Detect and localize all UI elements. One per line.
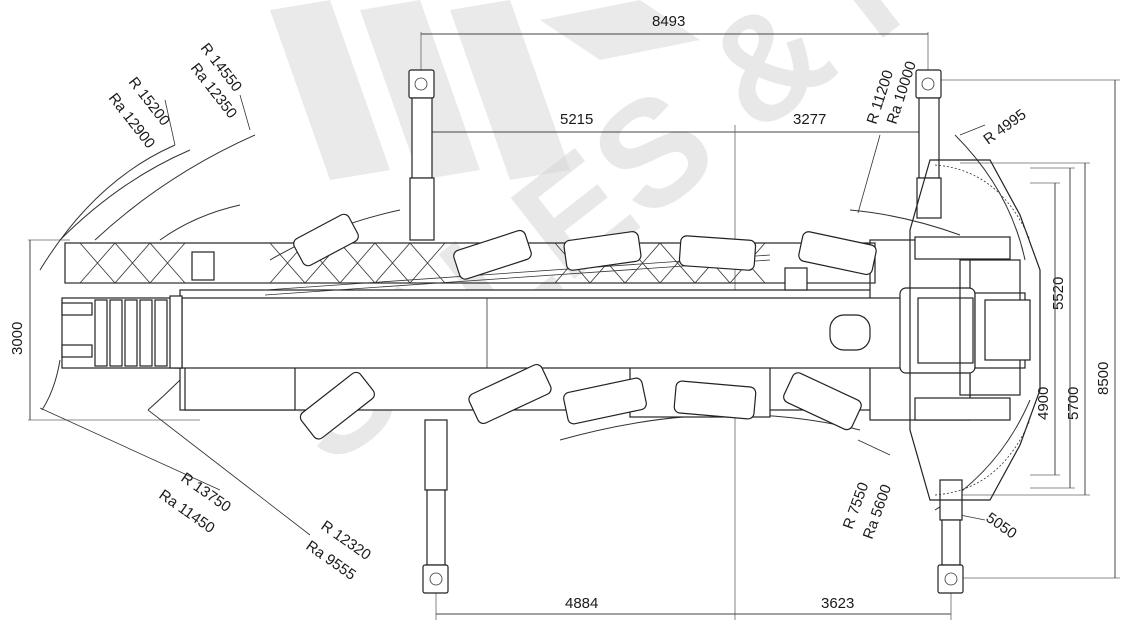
dim-right-stack: 8500 5700 5520 4900 (930, 79, 1120, 579)
dim-left-width: 3000 (9, 239, 200, 421)
dim-4884-label: 4884 (565, 595, 598, 612)
tires-top (293, 213, 877, 280)
outrigger-front-left (408, 69, 435, 241)
dim-4900-label: 4900 (1035, 387, 1052, 420)
tires-bottom (299, 363, 862, 440)
radius-arcs (39, 94, 1031, 536)
dim-top-total: 8493 (420, 13, 929, 75)
dim-5700-label: 5700 (1065, 387, 1082, 420)
dim-5520-label: 5520 (1050, 277, 1067, 310)
main-boom (174, 287, 1026, 374)
outrigger-front-right (915, 69, 942, 219)
dim-3000-label: 3000 (9, 322, 26, 355)
carrier-front (909, 159, 1041, 501)
outrigger-rear-right (937, 479, 964, 594)
dim-bottom-split: 4884 3623 (435, 590, 952, 620)
dim-8493-label: 8493 (652, 13, 685, 30)
label-r4995: R 4995 (980, 106, 1029, 148)
outrigger-rear-left (422, 419, 449, 594)
dim-3277-label: 3277 (793, 111, 826, 128)
dim-5215-label: 5215 (560, 111, 593, 128)
label-5050: 5050 (983, 509, 1020, 542)
dim-8500-label: 8500 (1095, 362, 1112, 395)
dim-3623-label: 3623 (821, 595, 854, 612)
boom-head-sections (61, 295, 183, 369)
